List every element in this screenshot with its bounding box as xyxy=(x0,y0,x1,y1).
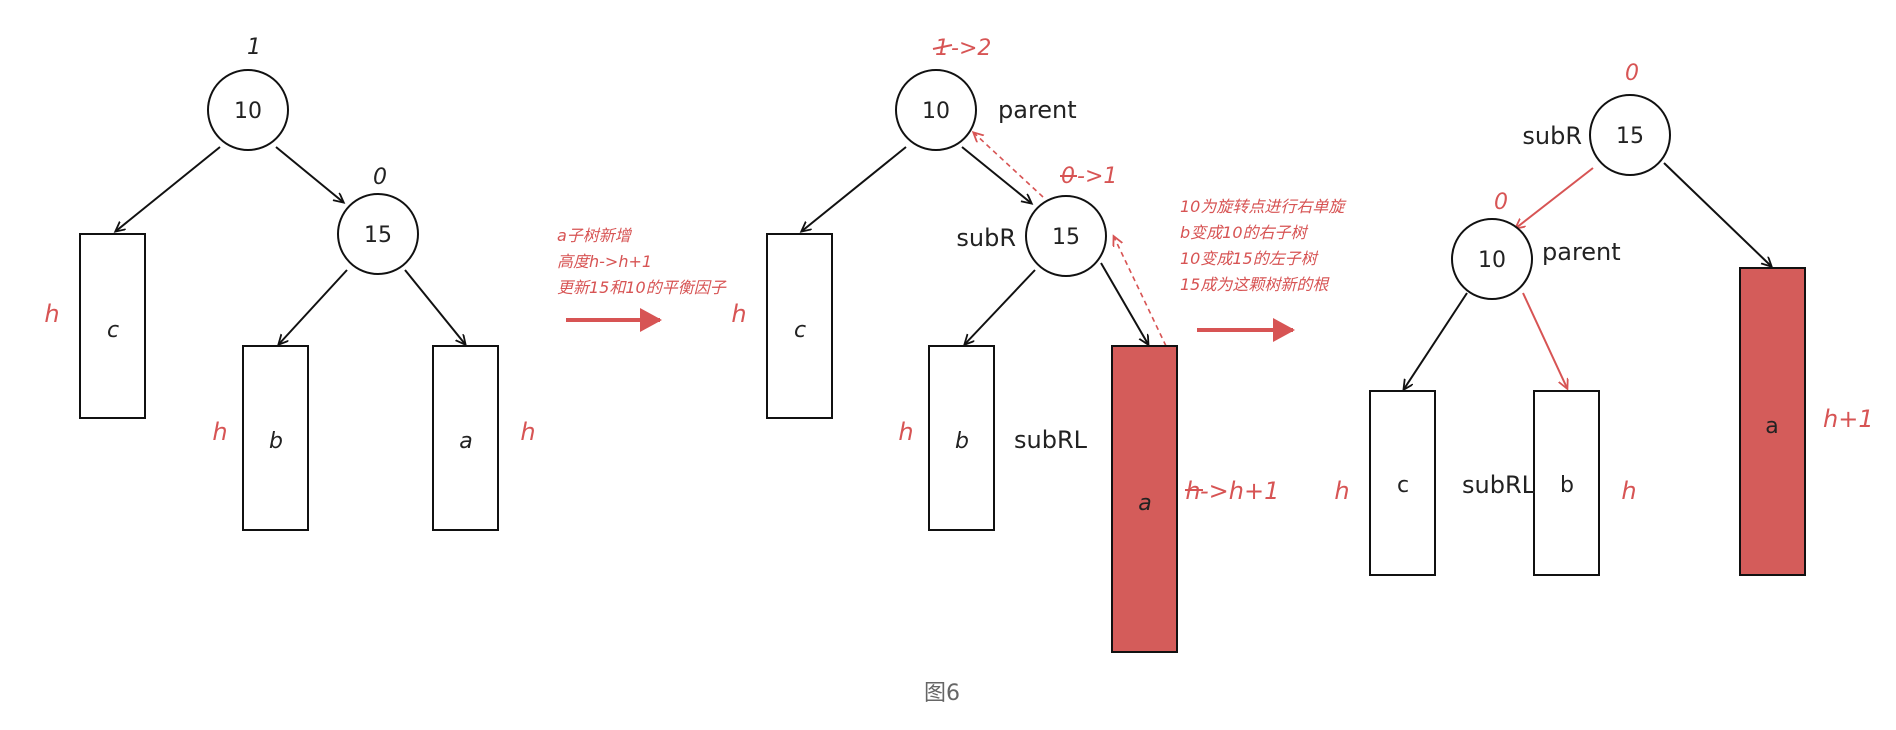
subR-label: subR xyxy=(1522,122,1582,150)
subtree-b-height: h xyxy=(898,418,913,446)
subR-label: subR xyxy=(956,224,1016,252)
subRL-label: subRL xyxy=(1462,471,1536,499)
subtree-a-label: a xyxy=(459,429,472,454)
subtree-a-label: a xyxy=(1138,491,1151,516)
parent-label: parent xyxy=(1542,238,1621,266)
subtree-c-label: c xyxy=(1397,473,1409,498)
node-15-label: 15 xyxy=(1616,124,1644,149)
subtree-a-height-new: ->h+1 xyxy=(1200,477,1279,505)
transition-1: a子树新增 高度h->h+1 更新15和10的平衡因子 xyxy=(557,226,727,332)
node-15-balance-factor: 0 xyxy=(1625,61,1639,86)
edge-15-a xyxy=(404,269,465,344)
subtree-c xyxy=(79,233,146,419)
transition-1-line-3: 更新15和10的平衡因子 xyxy=(557,278,727,297)
subtree-b-height: h xyxy=(1621,477,1636,505)
panel-after-insert: 10 parent 1 ->2 15 subR 0 ->1 c h b h su… xyxy=(731,36,1279,653)
node-10 xyxy=(207,69,289,151)
node-15 xyxy=(337,193,419,275)
node-10-balance-factor-old: 1 xyxy=(935,36,949,61)
node-10 xyxy=(895,69,977,151)
node-10-balance-factor: 0 xyxy=(1494,190,1508,215)
subtree-c-height: h xyxy=(731,300,746,328)
subtree-a xyxy=(432,345,499,531)
propagation-arrow-15-to-10 xyxy=(974,133,1044,198)
subtree-b xyxy=(1533,390,1600,576)
parent-label: parent xyxy=(998,96,1077,124)
node-15-label: 15 xyxy=(1052,225,1080,250)
node-10-label: 10 xyxy=(1478,248,1506,273)
edge-10-b xyxy=(1522,292,1567,388)
transition-2-line-2: b变成10的右子树 xyxy=(1180,223,1309,242)
subtree-c-label: c xyxy=(107,318,119,343)
transition-2-line-4: 15成为这颗树新的根 xyxy=(1180,275,1330,294)
node-10-balance-factor-new: ->2 xyxy=(951,36,991,61)
node-15 xyxy=(1025,195,1107,277)
edge-10-c xyxy=(116,146,221,231)
edge-15-a xyxy=(1100,262,1148,344)
node-10-balance-factor: 1 xyxy=(247,35,261,60)
node-15-label: 15 xyxy=(364,223,392,248)
node-10-label: 10 xyxy=(234,99,262,124)
edge-10-c xyxy=(802,146,907,231)
transition-1-line-1: a子树新增 xyxy=(557,226,633,245)
panel-after-rotation: 15 subR 0 10 parent 0 c h b subRL h a h+… xyxy=(1334,61,1874,576)
edge-15-b xyxy=(965,269,1036,344)
subtree-b-label: b xyxy=(269,429,283,454)
panel-before-insert: 10 1 15 0 c h b h a h xyxy=(44,35,536,531)
subtree-c xyxy=(1369,390,1436,576)
subtree-a-label: a xyxy=(1765,414,1778,439)
subtree-a xyxy=(1111,345,1178,653)
figure-caption: 图6 xyxy=(924,681,960,706)
subtree-a-height: h xyxy=(520,418,535,446)
subtree-c-height: h xyxy=(44,300,59,328)
subtree-b-label: b xyxy=(955,429,969,454)
node-10-label: 10 xyxy=(922,99,950,124)
balance-factor-strike xyxy=(932,44,953,50)
subtree-c xyxy=(766,233,833,419)
transition-2-line-3: 10变成15的左子树 xyxy=(1180,249,1319,268)
transition-1-line-2: 高度h->h+1 xyxy=(557,252,652,271)
subtree-c-label: c xyxy=(794,318,806,343)
node-10 xyxy=(1451,218,1533,300)
edge-10-c xyxy=(1404,292,1468,389)
subtree-b-height: h xyxy=(212,418,227,446)
edge-15-10 xyxy=(1516,167,1594,228)
subtree-c-height: h xyxy=(1334,477,1349,505)
edge-15-a xyxy=(1663,162,1771,266)
subRL-label: subRL xyxy=(1014,426,1088,454)
subtree-b xyxy=(242,345,309,531)
edge-10-15 xyxy=(275,146,343,202)
propagation-arrow-a-to-15 xyxy=(1114,237,1167,347)
subtree-a xyxy=(1739,267,1806,576)
subtree-a-height: h+1 xyxy=(1823,405,1874,433)
subtree-b xyxy=(928,345,995,531)
transition-2: 10为旋转点进行右单旋 b变成10的右子树 10变成15的左子树 15成为这颗树… xyxy=(1180,197,1347,342)
edge-10-15 xyxy=(961,146,1031,203)
subtree-b-label: b xyxy=(1560,473,1574,498)
transition-2-line-1: 10为旋转点进行右单旋 xyxy=(1180,197,1347,216)
edge-15-b xyxy=(279,269,348,344)
node-15-balance-factor: 0 xyxy=(373,165,387,190)
node-15 xyxy=(1589,94,1671,176)
node-15-balance-factor-new: ->1 xyxy=(1077,164,1117,189)
